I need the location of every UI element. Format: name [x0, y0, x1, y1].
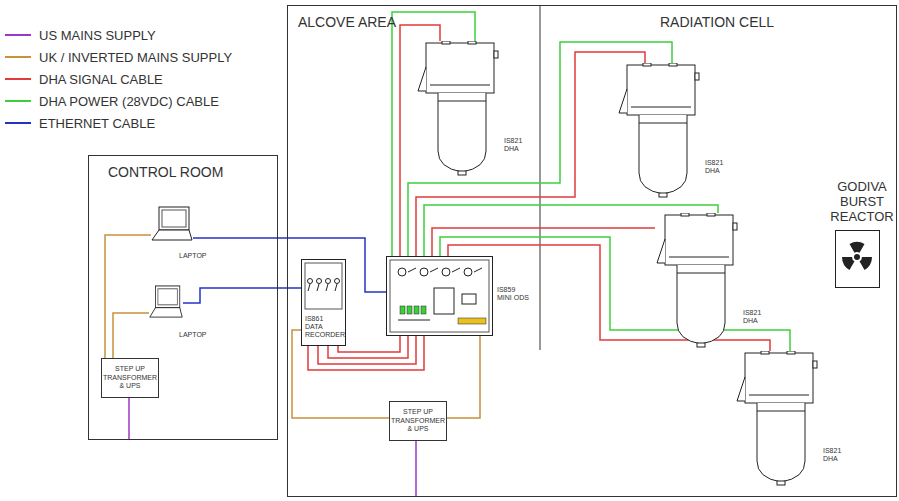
reactor-heading: GODIVA BURST REACTOR — [830, 179, 894, 224]
cable — [432, 228, 655, 256]
cable — [447, 336, 480, 418]
radiation-symbol — [835, 230, 880, 288]
dha-drawing — [617, 63, 702, 198]
legend-text: DHA POWER (28VDC) CABLE — [39, 94, 219, 109]
mini-ods: IS859 MINI ODS — [386, 256, 493, 336]
legend-row: DHA POWER (28VDC) CABLE — [5, 90, 232, 112]
laptop-label: LAPTOP — [179, 252, 207, 260]
recorder-label: IS861 DATA RECORDER — [305, 315, 342, 339]
legend-row: DHA SIGNAL CABLE — [5, 68, 232, 90]
region-heading: CONTROL ROOM — [108, 164, 277, 180]
dha-label: IS821 DHA — [743, 309, 769, 325]
box-text: STEP UP TRANSFORMER & UPS — [103, 365, 157, 391]
legend: US MAINS SUPPLY UK / INVERTED MAINS SUPPL… — [5, 24, 232, 134]
legend-row: US MAINS SUPPLY — [5, 24, 232, 46]
us-mains-wire — [128, 397, 130, 440]
legend-swatch — [5, 100, 31, 102]
us-mains-wire — [415, 440, 417, 497]
legend-row: ETHERNET CABLE — [5, 112, 232, 134]
dha-unit: IS821 DHA — [416, 41, 501, 176]
legend-text: UK / INVERTED MAINS SUPPLY — [39, 50, 232, 65]
ods-label: IS859 MINI ODS — [497, 286, 529, 302]
legend-row: UK / INVERTED MAINS SUPPLY — [5, 46, 232, 68]
legend-text: DHA SIGNAL CABLE — [39, 72, 163, 87]
room-region: CONTROL ROOM LAPTOP LAPTOP STEP UP TRANSFOR… — [88, 155, 278, 440]
region-heading: ALCOVE AREA — [298, 14, 540, 30]
dha-drawing — [735, 351, 820, 486]
area-region: ALCOVE AREA IS821 DHA IS861 DATA RECORDER I… — [287, 5, 540, 497]
laptop-label: LAPTOP — [179, 331, 207, 339]
cable — [193, 238, 386, 292]
legend-text: US MAINS SUPPLY — [39, 28, 156, 43]
legend-swatch — [5, 122, 31, 124]
dha-unit: IS821 DHA — [617, 63, 702, 198]
dha-drawing — [655, 213, 740, 348]
dha-drawing — [416, 41, 501, 176]
laptop: LAPTOP — [149, 285, 183, 319]
reactor: GODIVA BURST REACTOR — [830, 179, 894, 288]
box-text: STEP UP TRANSFORMER & UPS — [391, 408, 445, 434]
dha-label: IS821 DHA — [823, 447, 849, 463]
laptop: LAPTOP — [151, 206, 193, 242]
legend-text: ETHERNET CABLE — [39, 116, 155, 131]
cable — [183, 288, 301, 303]
dha-label: IS821 DHA — [504, 137, 530, 153]
legend-swatch — [5, 78, 31, 80]
cable — [113, 313, 149, 358]
reactor-box — [835, 230, 880, 288]
cable — [105, 235, 151, 358]
ods-drawing — [386, 256, 493, 336]
transformer-box: STEP UP TRANSFORMER & UPS — [101, 358, 159, 398]
dha-label: IS821 DHA — [705, 159, 731, 175]
laptop-icon — [149, 285, 183, 319]
data-recorder: IS861 DATA RECORDER — [301, 259, 346, 346]
laptop-icon — [151, 206, 193, 242]
region-heading: RADIATION CELL — [660, 14, 896, 30]
dha-unit: IS821 DHA — [735, 351, 820, 486]
legend-swatch — [5, 56, 31, 58]
legend-swatch — [5, 34, 31, 36]
cell-region: RADIATION CELLIS821 DHAIS821 DHAIS821 DH… — [540, 5, 897, 497]
cable — [338, 336, 400, 352]
transformer-box: STEP UP TRANSFORMER & UPS — [389, 401, 447, 441]
dha-unit: IS821 DHA — [655, 213, 740, 348]
